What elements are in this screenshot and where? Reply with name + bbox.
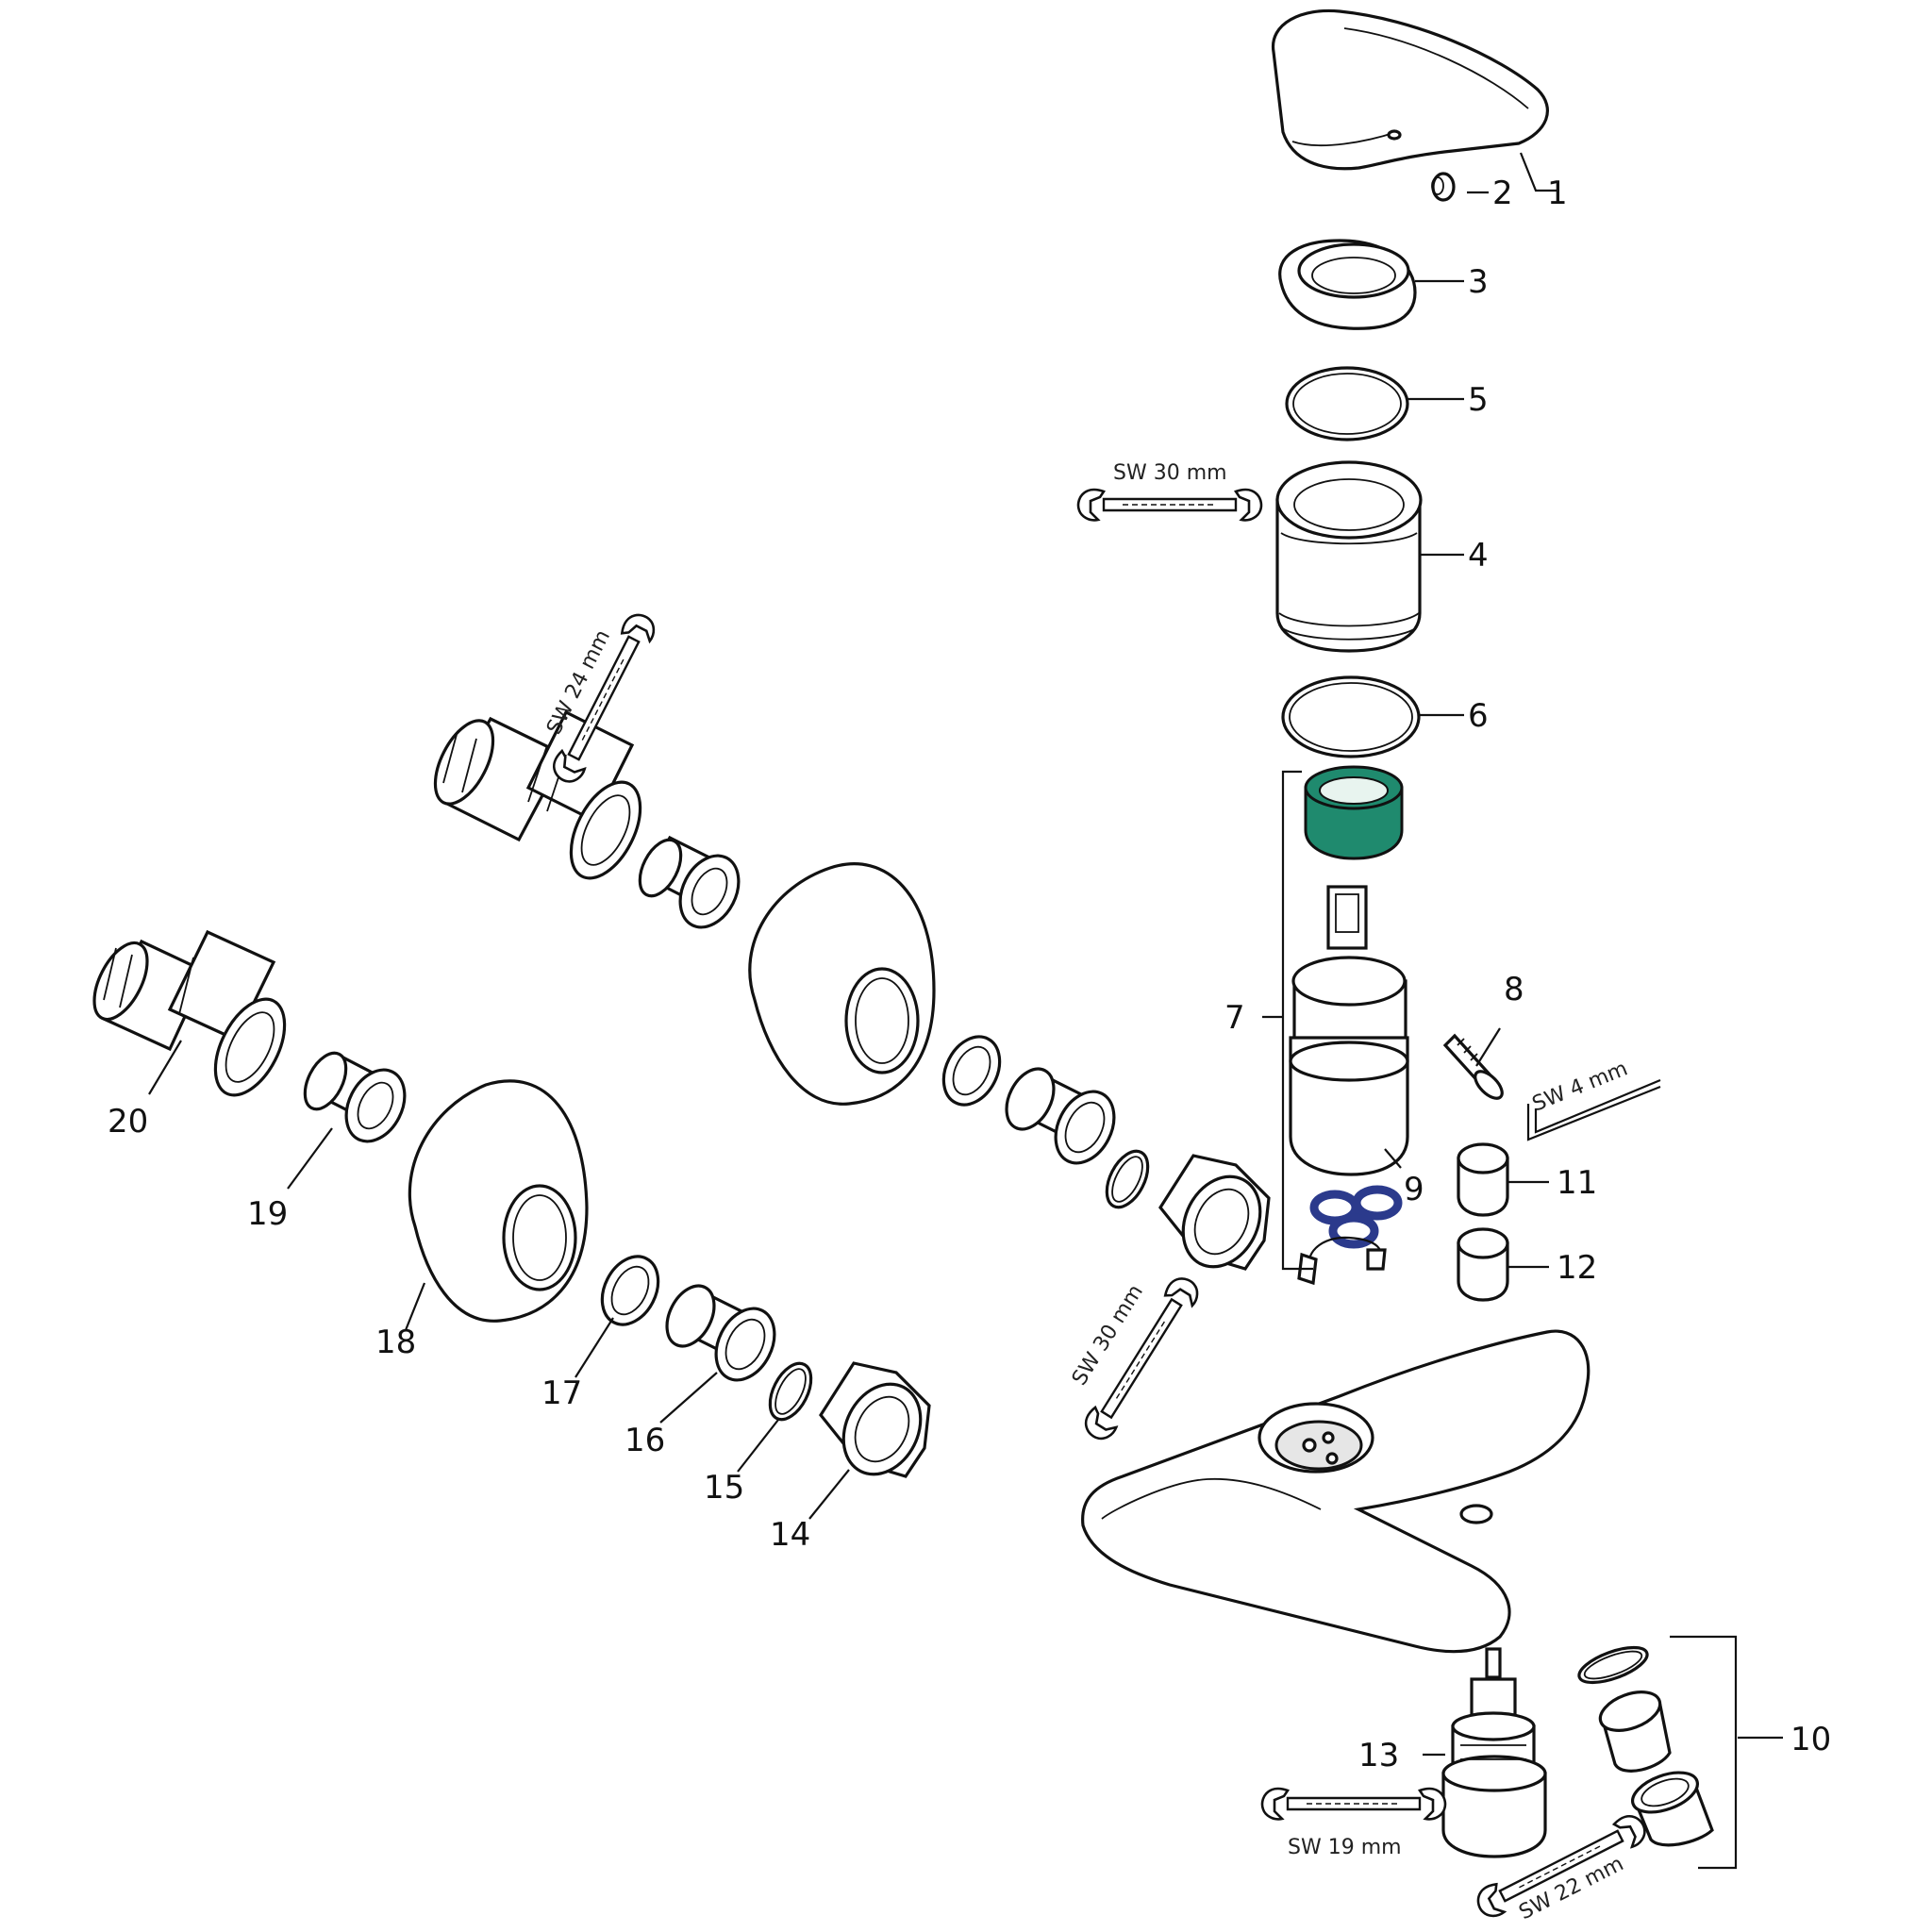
s-union-upper [433, 709, 642, 880]
wrench-icon-sw30-top [1076, 488, 1263, 522]
label-part-6: 6 [1468, 697, 1489, 735]
threaded-sleeve [1275, 460, 1423, 653]
cartridge [1289, 885, 1409, 1176]
union-nut-upper [1158, 1154, 1271, 1271]
lever-handle [1272, 8, 1549, 171]
aerator-group-bracket [1670, 1635, 1738, 1870]
tool-label-sw19: SW 19 mm [1288, 1836, 1402, 1859]
allen-key [1526, 1078, 1661, 1141]
o-ring-lower [1281, 675, 1421, 758]
label-part-18: 18 [375, 1324, 416, 1361]
o-ring-connector-upper [1105, 1149, 1150, 1209]
check-valve-upper [638, 835, 741, 929]
label-part-1: 1 [1547, 175, 1568, 212]
cartridge-nut [1304, 765, 1404, 860]
s-union-lower [92, 929, 287, 1097]
o-ring-connector-lower [768, 1361, 813, 1422]
retaining-clip [1297, 1236, 1387, 1286]
o-ring-upper [1285, 366, 1409, 441]
label-part-17: 17 [541, 1374, 582, 1412]
button-cap [1457, 1142, 1509, 1217]
tool-label-sw4: SW 4 mm [1529, 1057, 1631, 1116]
label-part-2: 2 [1492, 175, 1513, 212]
label-part-20: 20 [108, 1103, 148, 1141]
aerator-set [1577, 1645, 1714, 1847]
cartridge-group-bracket [1281, 770, 1313, 1271]
part-labels: 1 2 3 5 4 6 7 8 9 11 12 10 13 20 19 18 1… [108, 175, 1831, 1774]
tool-label-sw30-top: SW 30 mm [1113, 461, 1227, 485]
mixer-body [1081, 1329, 1591, 1654]
washer-lower [600, 1255, 660, 1326]
small-sleeve [1457, 1227, 1509, 1302]
label-part-11: 11 [1557, 1164, 1597, 1202]
check-valve-lower [303, 1051, 407, 1143]
label-part-5: 5 [1468, 381, 1489, 419]
label-part-19: 19 [247, 1195, 288, 1233]
label-part-7: 7 [1224, 999, 1245, 1037]
label-part-8: 8 [1504, 971, 1524, 1008]
union-nut-lower [819, 1361, 931, 1478]
label-part-12: 12 [1557, 1249, 1597, 1287]
escutcheon-upper [748, 862, 936, 1106]
wrench-icon-sw19 [1260, 1787, 1447, 1821]
seals [1309, 1185, 1403, 1249]
label-part-4: 4 [1468, 537, 1489, 575]
diverter-cartridge [1441, 1647, 1547, 1858]
washer-upper [941, 1035, 1002, 1107]
escutcheon-lower [408, 1079, 589, 1323]
eccentric-lower [665, 1284, 776, 1382]
cover-cap [1278, 239, 1417, 330]
label-part-10: 10 [1790, 1721, 1831, 1758]
leader-lines [148, 152, 1783, 1757]
eccentric-upper [1005, 1067, 1116, 1165]
label-part-13: 13 [1358, 1737, 1399, 1774]
label-part-16: 16 [625, 1422, 665, 1459]
label-part-14: 14 [770, 1516, 810, 1554]
label-part-3: 3 [1468, 263, 1489, 301]
cover-plug [1431, 172, 1456, 202]
screw [1442, 1033, 1504, 1100]
label-part-15: 15 [704, 1469, 744, 1507]
label-part-9: 9 [1404, 1171, 1424, 1208]
